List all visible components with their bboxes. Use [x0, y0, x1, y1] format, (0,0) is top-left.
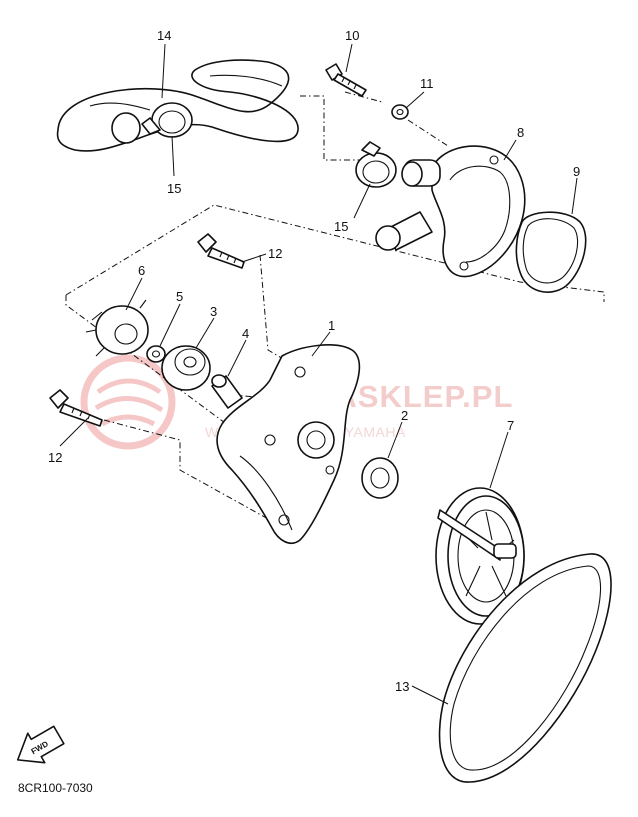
part-6-impeller	[85, 299, 149, 357]
callout-13: 13	[395, 679, 409, 694]
callout-1: 1	[328, 318, 335, 333]
part-12-bolt-lower	[49, 389, 103, 427]
callout-15-upper: 15	[167, 181, 181, 196]
callout-2: 2	[401, 408, 408, 423]
part-1-pump-housing	[216, 344, 361, 544]
callout-5: 5	[176, 289, 183, 304]
part-2-bearing	[361, 457, 399, 499]
part-5-washer	[146, 345, 166, 363]
watermark-logo-icon	[80, 354, 176, 450]
callout-10: 10	[345, 28, 359, 43]
callout-6: 6	[138, 263, 145, 278]
callout-12-upper: 12	[268, 246, 282, 261]
part-15-clamp-upper	[141, 102, 193, 138]
part-3-seal	[161, 345, 211, 391]
callout-7: 7	[507, 418, 514, 433]
part-13-belt	[438, 553, 612, 783]
callout-12-lower: 12	[48, 450, 62, 465]
callout-11: 11	[420, 76, 434, 91]
fwd-arrow-icon: FWD	[16, 725, 65, 764]
leader-lines	[59, 43, 578, 705]
callouts: 14 10 11 8 9 15 15 12 6 5 3 4 1 2 7 12 1…	[48, 28, 580, 694]
part-11-washer	[391, 104, 409, 120]
part-15-clamp-lower	[355, 141, 397, 188]
part-9-gasket	[515, 211, 587, 293]
part-12-bolt-upper	[197, 233, 245, 269]
callout-15-lower: 15	[334, 219, 348, 234]
callout-14: 14	[157, 28, 171, 43]
part-8-housing-cover	[375, 145, 526, 278]
callout-8: 8	[517, 125, 524, 140]
callout-3: 3	[210, 304, 217, 319]
part-10-bolt	[325, 63, 367, 97]
diagram-code: 8CR100-7030	[18, 781, 93, 795]
part-7-pulley	[435, 487, 525, 625]
callout-9: 9	[573, 164, 580, 179]
callout-4: 4	[242, 326, 249, 341]
part-4-collar	[211, 374, 243, 409]
